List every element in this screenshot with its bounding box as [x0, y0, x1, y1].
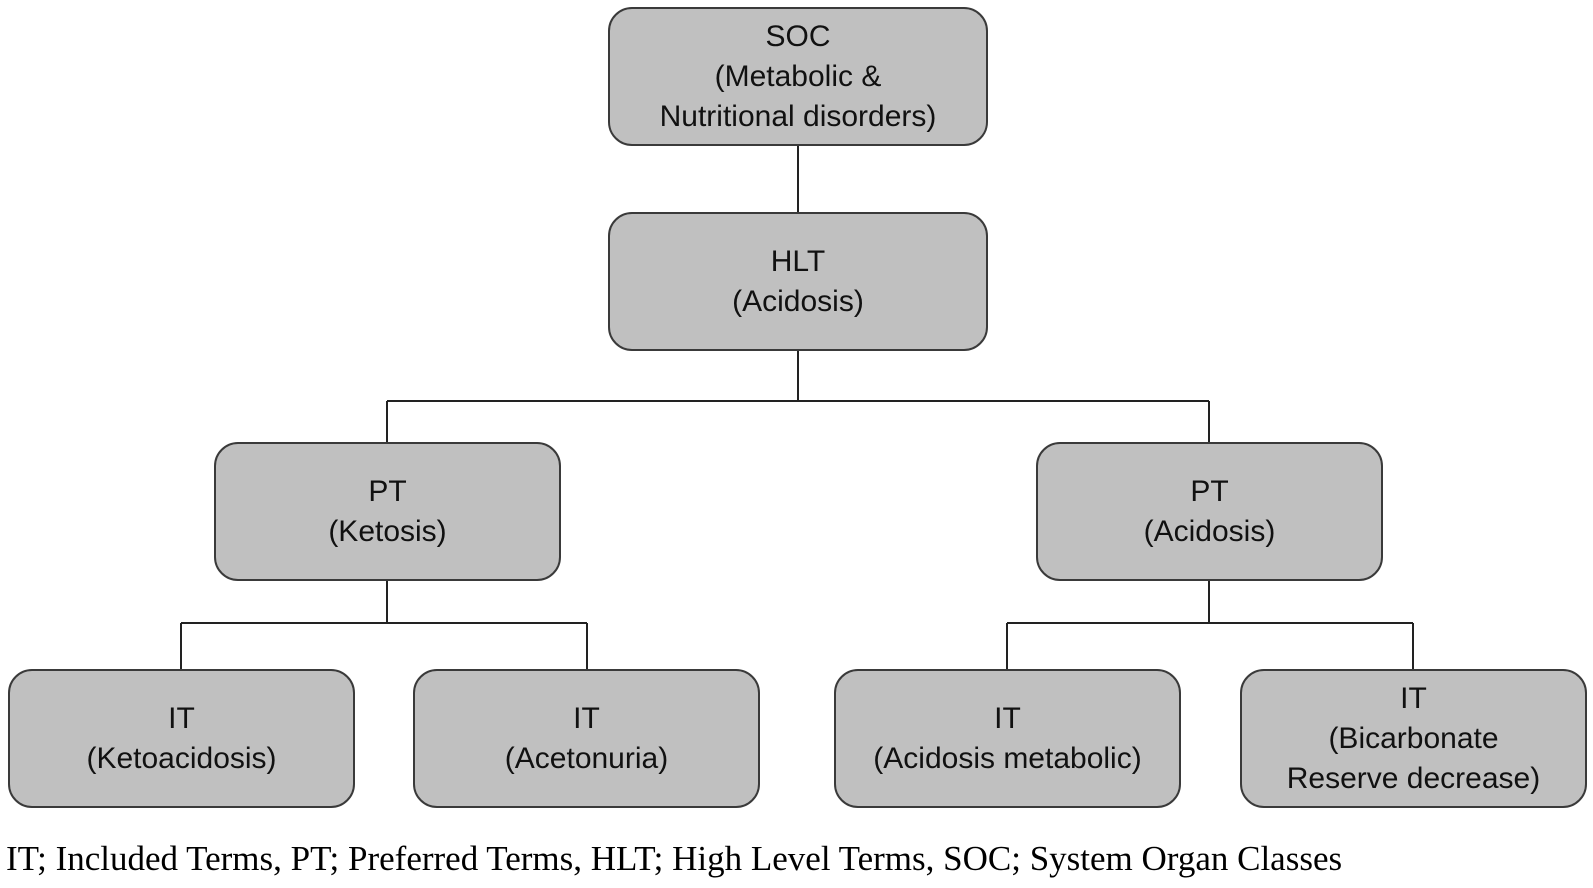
node-term-label: (Acetonuria)	[504, 741, 669, 775]
node-level-label: HLT	[770, 244, 826, 278]
node-level-label: IT	[994, 701, 1021, 735]
node-pt-acidosis: PT (Acidosis)	[1036, 442, 1383, 581]
node-it-bicarbonate-reserve-decrease: IT (Bicarbonate Reserve decrease)	[1240, 669, 1587, 808]
node-level-label: PT	[1190, 474, 1229, 508]
node-it-acetonuria: IT (Acetonuria)	[413, 669, 760, 808]
node-level-label: IT	[1400, 681, 1427, 715]
node-level-label: IT	[168, 701, 195, 735]
node-hlt-acidosis: HLT (Acidosis)	[608, 212, 988, 351]
node-term-label: (Acidosis)	[732, 284, 864, 318]
node-soc-metabolic-nutritional-disorders: SOC (Metabolic & Nutritional disorders)	[608, 7, 988, 146]
node-term-label: (Metabolic &	[714, 59, 882, 93]
node-term-label: Reserve decrease)	[1286, 761, 1541, 795]
node-level-label: PT	[368, 474, 407, 508]
node-term-label: (Acidosis)	[1143, 514, 1276, 548]
node-term-label: (Acidosis metabolic)	[873, 741, 1142, 775]
figure-caption: IT; Included Terms, PT; Preferred Terms,…	[6, 839, 1343, 878]
node-level-label: IT	[573, 701, 600, 735]
node-level-label: SOC	[765, 19, 831, 53]
node-pt-ketosis: PT (Ketosis)	[214, 442, 561, 581]
node-term-label: (Bicarbonate	[1328, 721, 1499, 755]
node-term-label: Nutritional disorders)	[659, 99, 937, 133]
node-it-acidosis-metabolic: IT (Acidosis metabolic)	[834, 669, 1181, 808]
node-term-label: (Ketoacidosis)	[86, 741, 277, 775]
node-term-label: (Ketosis)	[328, 514, 447, 548]
node-it-ketoacidosis: IT (Ketoacidosis)	[8, 669, 355, 808]
